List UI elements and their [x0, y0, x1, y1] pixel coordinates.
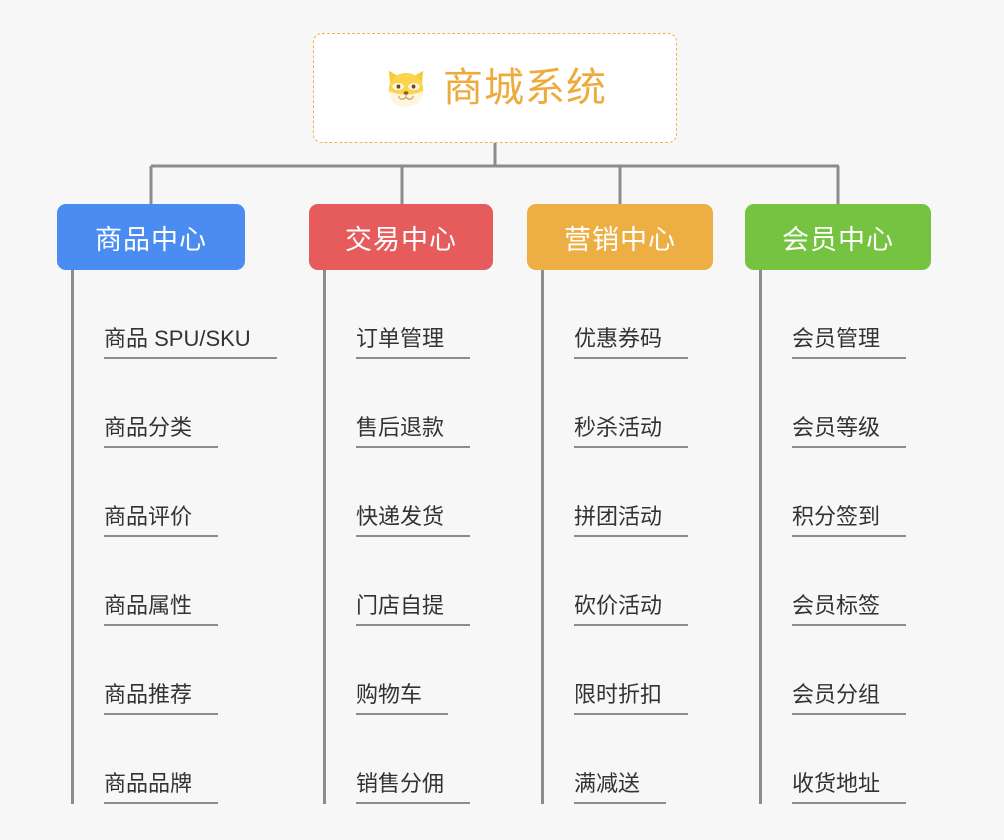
branch-header-marketing-center[interactable]: 营销中心 [527, 204, 713, 270]
list-item[interactable]: 商品品牌 [74, 715, 245, 804]
leaf-label: 拼团活动 [574, 504, 689, 537]
root-node[interactable]: 商城系统 [313, 33, 677, 143]
branch-member-center: 会员中心 会员管理 会员等级 积分签到 会员标签 会员分组 收货地址 [745, 204, 931, 804]
leaf-label: 积分签到 [792, 504, 907, 537]
list-item[interactable]: 拼团活动 [544, 448, 713, 537]
shiba-dog-face-icon [388, 70, 424, 107]
leaf-label: 商品品牌 [104, 771, 219, 804]
branch-item-list: 会员管理 会员等级 积分签到 会员标签 会员分组 收货地址 [759, 270, 931, 804]
list-item[interactable]: 砍价活动 [544, 537, 713, 626]
leaf-label: 商品分类 [104, 415, 219, 448]
branch-marketing-center: 营销中心 优惠券码 秒杀活动 拼团活动 砍价活动 限时折扣 满减送 [527, 204, 713, 804]
list-item[interactable]: 会员管理 [762, 270, 931, 359]
leaf-label: 快递发货 [356, 504, 471, 537]
branch-header-transaction-center[interactable]: 交易中心 [309, 204, 493, 270]
list-item[interactable]: 商品分类 [74, 359, 245, 448]
branch-header-product-center[interactable]: 商品中心 [57, 204, 245, 270]
branch-item-list: 订单管理 售后退款 快递发货 门店自提 购物车 销售分佣 [323, 270, 493, 804]
list-item[interactable]: 会员标签 [762, 537, 931, 626]
list-item[interactable]: 满减送 [544, 715, 713, 804]
branch-header-label: 营销中心 [564, 224, 676, 255]
list-item[interactable]: 门店自提 [326, 537, 493, 626]
leaf-label: 砍价活动 [574, 593, 689, 626]
root-node-title: 商城系统 [443, 66, 607, 110]
branch-product-center: 商品中心 商品 SPU/SKU 商品分类 商品评价 商品属性 商品推荐 商品品牌 [57, 204, 277, 804]
list-item[interactable]: 优惠券码 [544, 270, 713, 359]
list-item[interactable]: 秒杀活动 [544, 359, 713, 448]
leaf-label: 商品推荐 [104, 682, 219, 715]
list-item[interactable]: 积分签到 [762, 448, 931, 537]
leaf-label: 收货地址 [792, 771, 907, 804]
list-item[interactable]: 订单管理 [326, 270, 493, 359]
list-item[interactable]: 限时折扣 [544, 626, 713, 715]
leaf-label: 订单管理 [356, 326, 471, 359]
branch-header-member-center[interactable]: 会员中心 [745, 204, 931, 270]
leaf-label: 限时折扣 [574, 682, 689, 715]
list-item[interactable]: 快递发货 [326, 448, 493, 537]
leaf-label: 购物车 [356, 682, 449, 715]
leaf-label: 销售分佣 [356, 771, 471, 804]
list-item[interactable]: 商品评价 [74, 448, 245, 537]
list-item[interactable]: 收货地址 [762, 715, 931, 804]
list-item[interactable]: 商品 SPU/SKU [74, 270, 277, 359]
list-item[interactable]: 商品属性 [74, 537, 245, 626]
leaf-label: 会员等级 [792, 415, 907, 448]
leaf-label: 商品评价 [104, 504, 219, 537]
leaf-label: 会员标签 [792, 593, 907, 626]
leaf-label: 会员分组 [792, 682, 907, 715]
list-item[interactable]: 购物车 [326, 626, 493, 715]
list-item[interactable]: 售后退款 [326, 359, 493, 448]
list-item[interactable]: 销售分佣 [326, 715, 493, 804]
leaf-label: 优惠券码 [574, 326, 689, 359]
list-item[interactable]: 会员等级 [762, 359, 931, 448]
leaf-label: 售后退款 [356, 415, 471, 448]
leaf-label: 商品 SPU/SKU [104, 326, 277, 359]
leaf-label: 满减送 [574, 771, 667, 804]
list-item[interactable]: 会员分组 [762, 626, 931, 715]
leaf-label: 会员管理 [792, 326, 907, 359]
branch-header-label: 商品中心 [95, 224, 207, 255]
branch-transaction-center: 交易中心 订单管理 售后退款 快递发货 门店自提 购物车 销售分佣 [309, 204, 493, 804]
leaf-label: 门店自提 [356, 593, 471, 626]
leaf-label: 秒杀活动 [574, 415, 689, 448]
branch-header-label: 会员中心 [782, 224, 894, 255]
branch-item-list: 商品 SPU/SKU 商品分类 商品评价 商品属性 商品推荐 商品品牌 [71, 270, 277, 804]
root-node-content: 商城系统 [383, 65, 607, 111]
list-item[interactable]: 商品推荐 [74, 626, 245, 715]
branch-header-label: 交易中心 [345, 224, 457, 255]
leaf-label: 商品属性 [104, 593, 219, 626]
branch-item-list: 优惠券码 秒杀活动 拼团活动 砍价活动 限时折扣 满减送 [541, 270, 713, 804]
